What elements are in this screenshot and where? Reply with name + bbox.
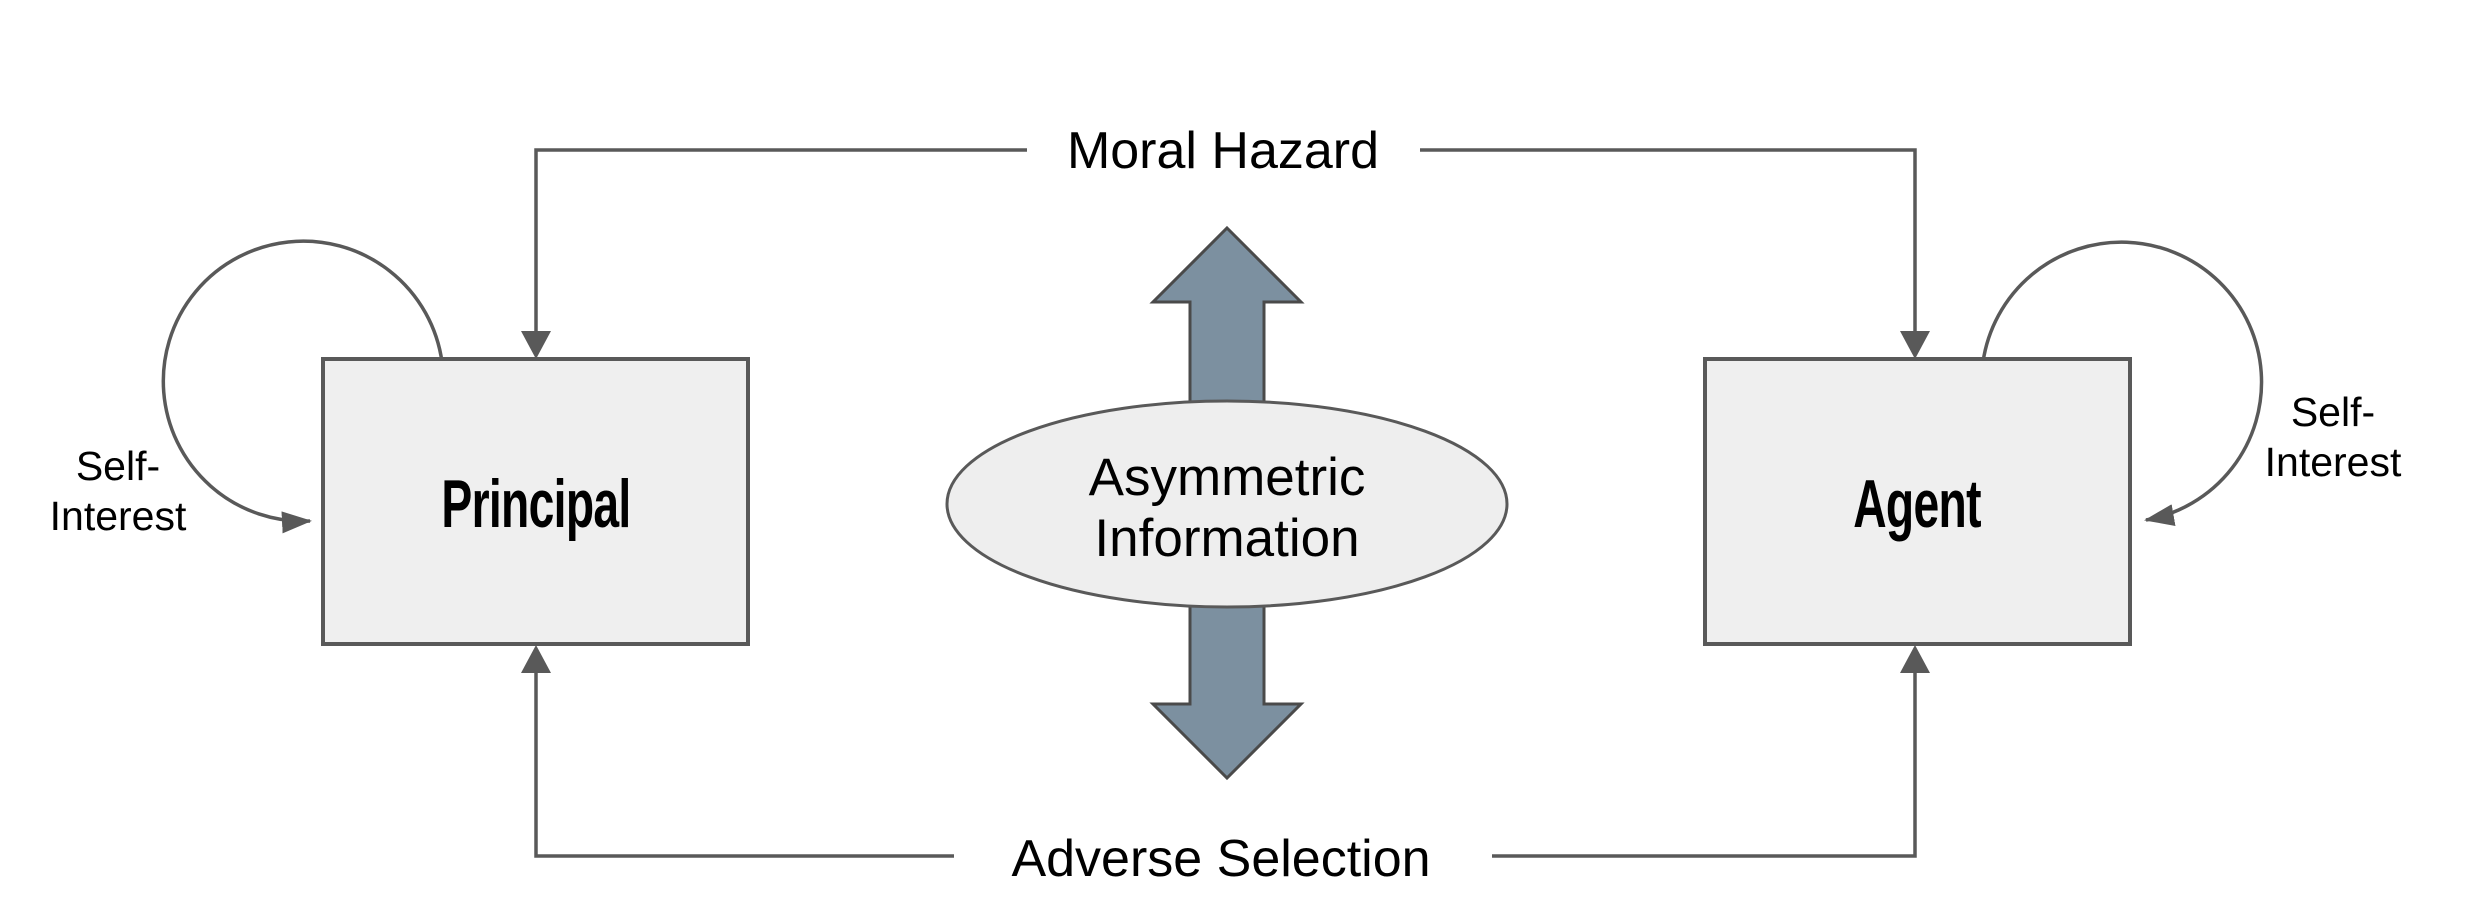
moral-hazard-connector-right [1420, 148, 1917, 352]
adverse-selection-connector-right [1492, 654, 1917, 858]
self-interest-right-line2: Interest [2264, 439, 2402, 485]
agent-box [1703, 357, 2132, 646]
arrowhead-up-into-principal-icon [521, 645, 551, 673]
self-interest-left-line1: Self- [75, 443, 161, 489]
arrowhead-up-into-agent-icon [1900, 645, 1930, 673]
agent-label: Agent [1823, 465, 2011, 543]
agent-label-text: Agent [1853, 466, 1981, 542]
asymmetric-information-line2: Information [1094, 509, 1360, 568]
self-interest-loop-right [1981, 240, 2264, 526]
self-interest-left-line2: Interest [49, 493, 187, 539]
asymmetric-information-line1: Asymmetric [1088, 448, 1366, 507]
adverse-selection-connector-left [534, 654, 954, 858]
moral-hazard-label: Moral Hazard [1066, 122, 1380, 180]
self-interest-label-left: Self- Interest [50, 441, 187, 541]
arrowhead-down-into-agent-icon [1900, 331, 1930, 359]
self-interest-loop-left [161, 239, 444, 534]
principal-label-text: Principal [441, 466, 631, 542]
self-interest-right-line1: Self- [2290, 389, 2376, 435]
asymmetric-information-ellipse [945, 399, 1509, 609]
asymmetric-information-label: Asymmetric Information [1089, 447, 1366, 569]
principal-label: Principal [397, 465, 675, 543]
arrowhead-down-into-principal-icon [521, 331, 551, 359]
principal-box [321, 357, 750, 646]
self-interest-label-right: Self- Interest [2265, 387, 2402, 487]
adverse-selection-label: Adverse Selection [1011, 830, 1431, 888]
moral-hazard-connector-left [534, 148, 1027, 352]
